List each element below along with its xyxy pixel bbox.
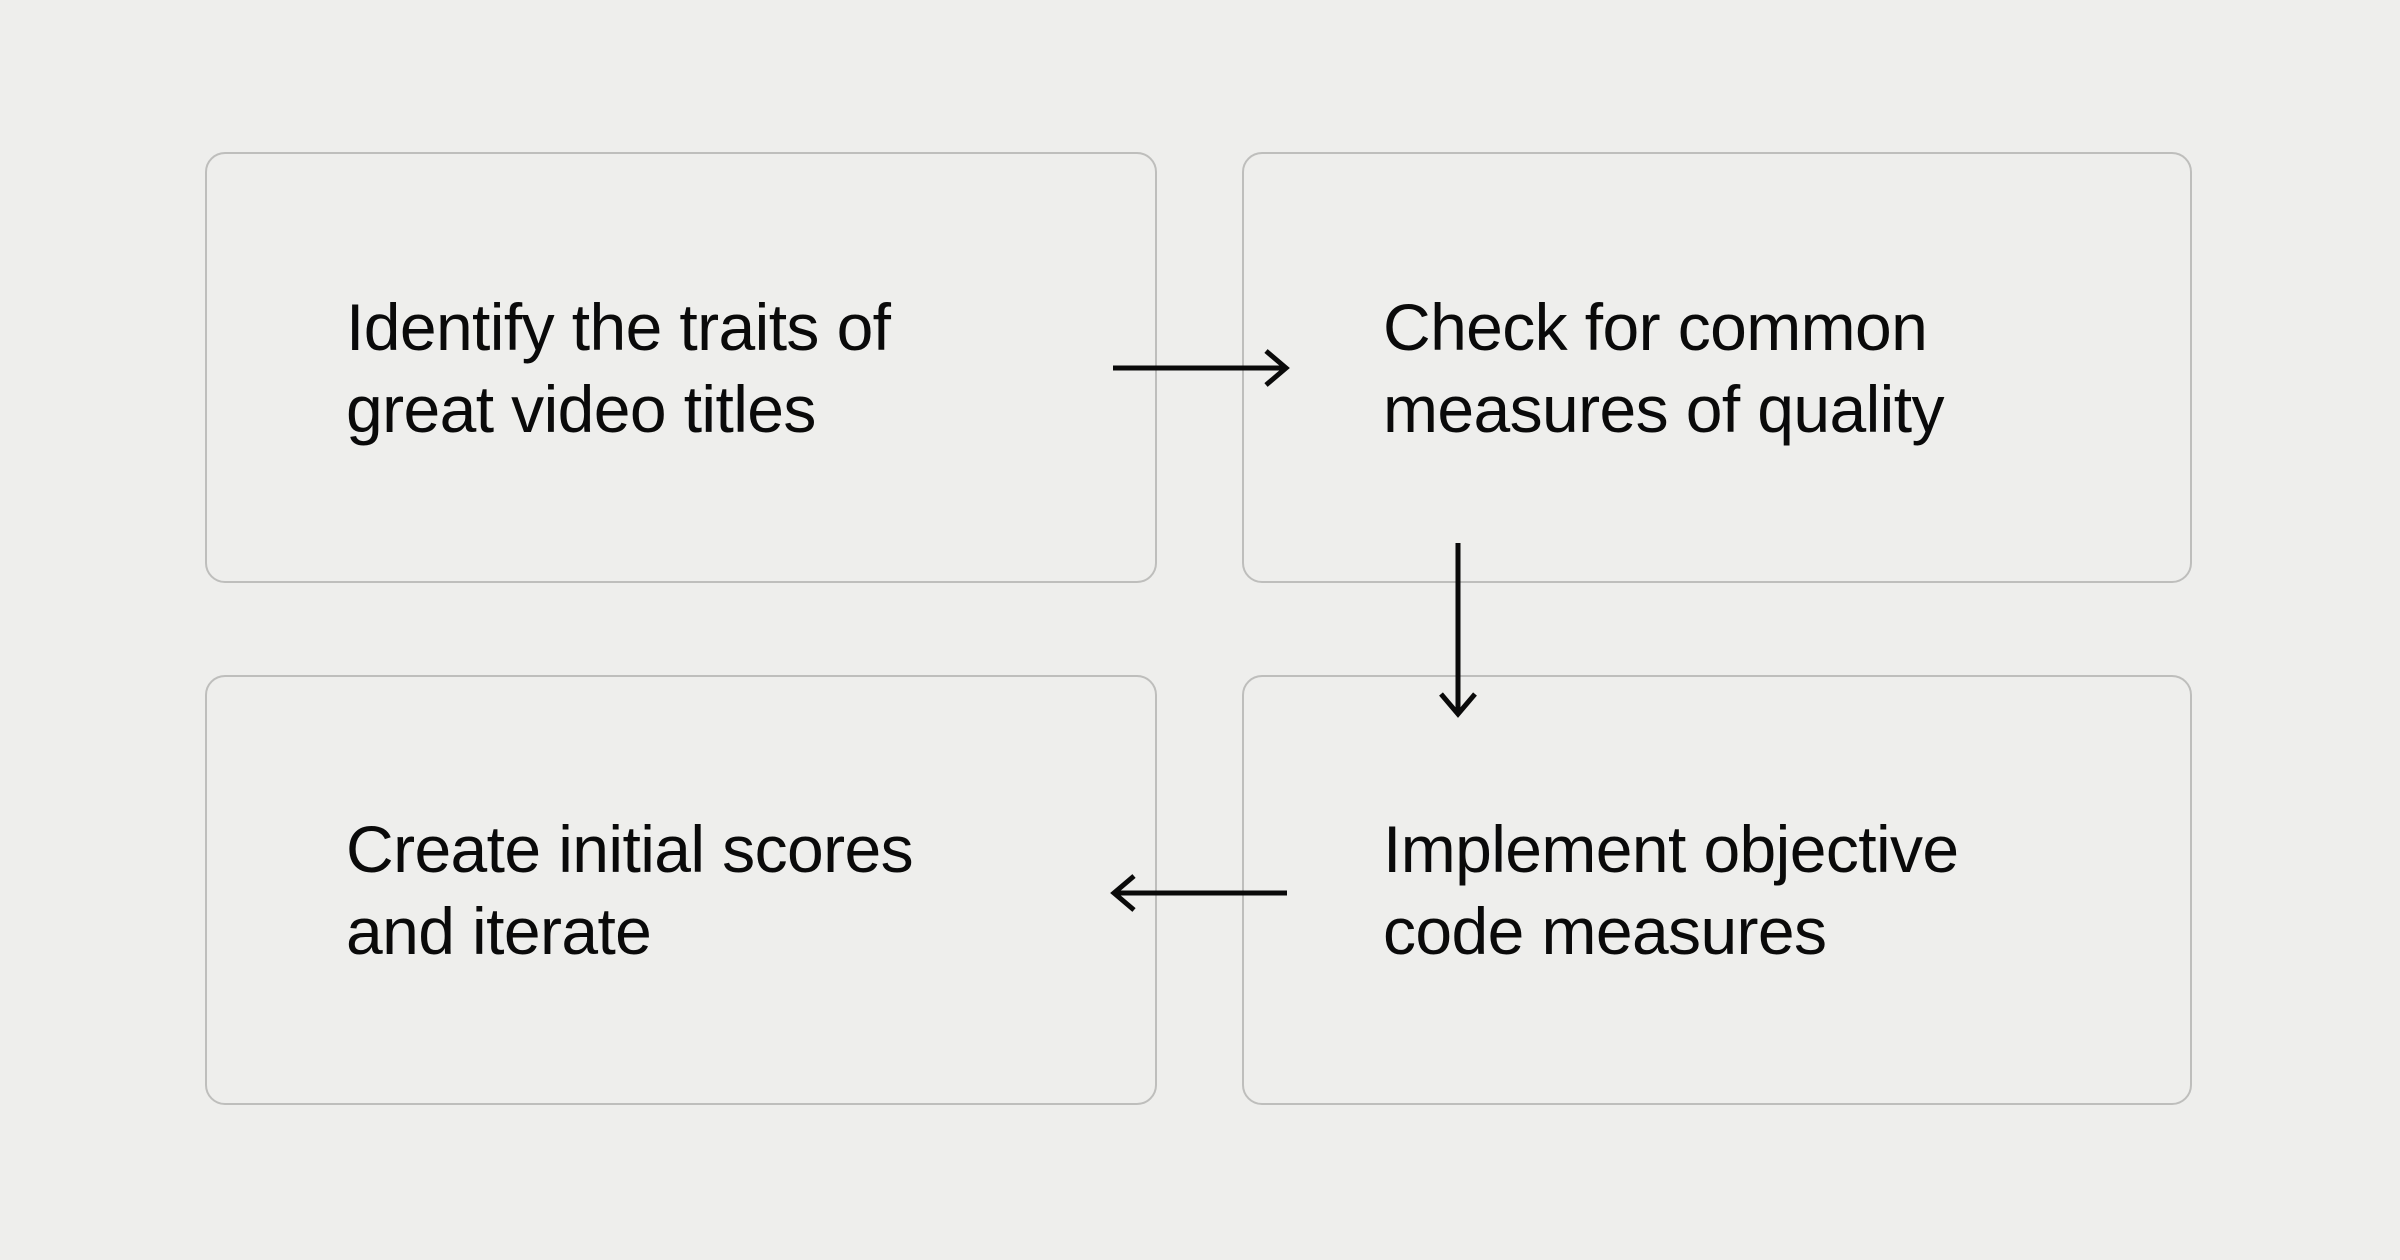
implement-objective-measures-node[interactable]: Implement objective code measures [1242, 675, 2192, 1105]
arrowhead-left [1110, 874, 1136, 912]
check-common-measures-node-label: Check for common measures of quality [1383, 289, 1944, 446]
arrow-node2-to-node4 [1439, 543, 1477, 718]
arrow-node4-to-node3 [1110, 874, 1287, 912]
arrowhead-right [1264, 349, 1290, 387]
create-initial-scores-node-label: Create initial scores and iterate [346, 812, 914, 968]
identify-traits-node[interactable]: Identify the traits of great video title… [205, 152, 1157, 583]
implement-objective-measures-node-label: Implement objective code measures [1383, 812, 1959, 968]
create-initial-scores-node[interactable]: Create initial scores and iterate [205, 675, 1157, 1105]
identify-traits-node-label: Identify the traits of great video title… [346, 289, 891, 446]
check-common-measures-node[interactable]: Check for common measures of quality [1242, 152, 2192, 583]
arrow-node1-to-node2 [1113, 349, 1290, 387]
arrowhead-down [1439, 692, 1477, 718]
